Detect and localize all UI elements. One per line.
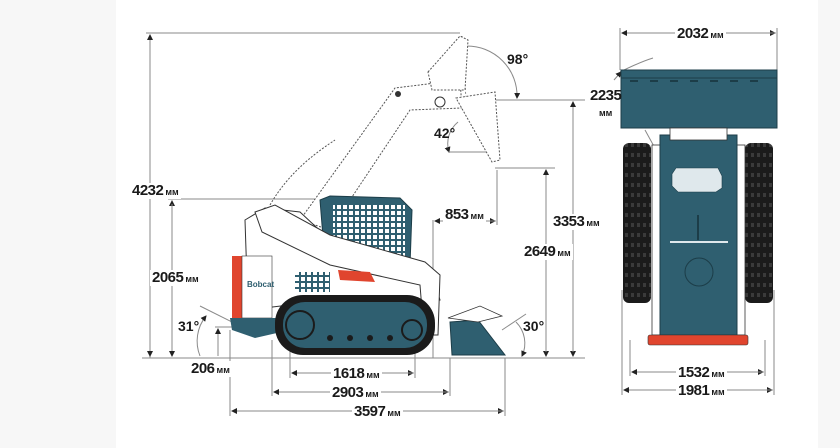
- angle-dump: 42°: [434, 125, 456, 141]
- front-view-machine: [620, 69, 778, 346]
- bobcat-logo: Bobcat: [247, 280, 274, 289]
- angle-rollback-raised: 98°: [507, 51, 529, 67]
- side-view-machine: Bobcat: [230, 35, 507, 356]
- dim-turning-radius-unit: мм: [599, 108, 613, 118]
- dim-turning-radius: 2235: [590, 87, 622, 104]
- angle-departure: 31°: [178, 318, 200, 334]
- angle-rollback-ground: 30°: [523, 318, 545, 334]
